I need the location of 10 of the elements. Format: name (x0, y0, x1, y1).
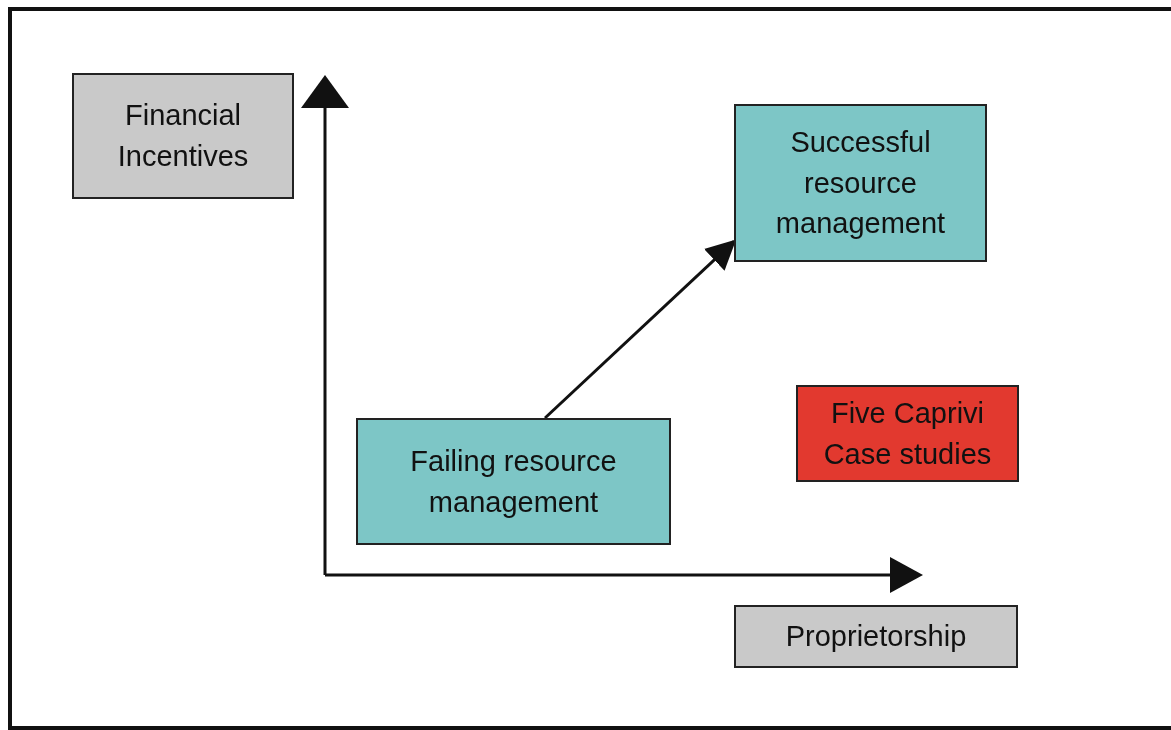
outcome-box (734, 104, 987, 262)
axis-label-box (72, 73, 294, 199)
box-text: Failing resource management (409, 443, 618, 520)
box-text: Successful resource management (774, 125, 947, 242)
box-text: Five Caprivi Case studies (822, 395, 993, 472)
box-text: Proprietorship (785, 619, 967, 655)
box-text: Financial Incentives (116, 98, 250, 174)
outcome-box (356, 418, 671, 545)
axis-label-box (734, 605, 1018, 668)
case-study-box (796, 385, 1019, 482)
